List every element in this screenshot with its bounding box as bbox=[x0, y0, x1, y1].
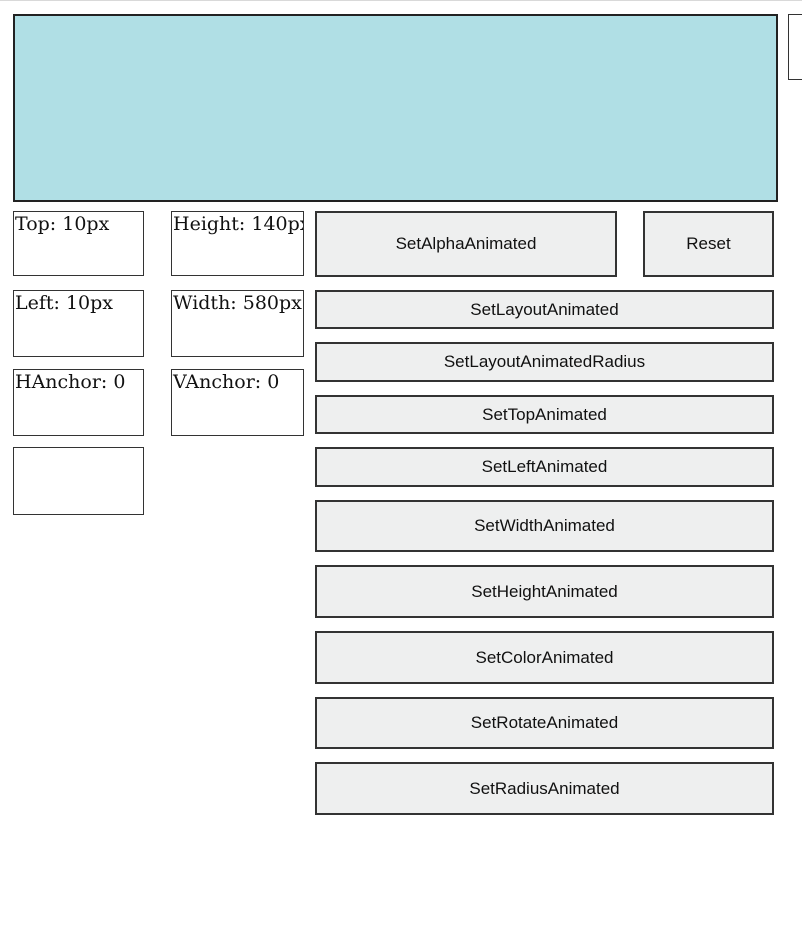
width-label: Width: 580px bbox=[171, 290, 304, 357]
set-top-animated-button[interactable]: SetTopAnimated bbox=[315, 395, 774, 434]
hanchor-label: HAnchor: 0 bbox=[13, 369, 144, 436]
set-alpha-animated-button[interactable]: SetAlphaAnimated bbox=[315, 211, 617, 277]
vanchor-label: VAnchor: 0 bbox=[171, 369, 304, 436]
height-label: Height: 140px bbox=[171, 211, 304, 276]
set-color-animated-button[interactable]: SetColorAnimated bbox=[315, 631, 774, 684]
set-layout-animated-radius-button[interactable]: SetLayoutAnimatedRadius bbox=[315, 342, 774, 382]
set-radius-animated-button[interactable]: SetRadiusAnimated bbox=[315, 762, 774, 815]
set-rotate-animated-button[interactable]: SetRotateAnimated bbox=[315, 697, 774, 749]
set-height-animated-button[interactable]: SetHeightAnimated bbox=[315, 565, 774, 618]
set-left-animated-button[interactable]: SetLeftAnimated bbox=[315, 447, 774, 487]
offscreen-box bbox=[788, 14, 802, 80]
top-divider bbox=[0, 0, 802, 1]
empty-label bbox=[13, 447, 144, 515]
top-label: Top: 10px bbox=[13, 211, 144, 276]
animated-box bbox=[13, 14, 778, 202]
left-label: Left: 10px bbox=[13, 290, 144, 357]
reset-button[interactable]: Reset bbox=[643, 211, 774, 277]
set-layout-animated-button[interactable]: SetLayoutAnimated bbox=[315, 290, 774, 329]
set-width-animated-button[interactable]: SetWidthAnimated bbox=[315, 500, 774, 552]
